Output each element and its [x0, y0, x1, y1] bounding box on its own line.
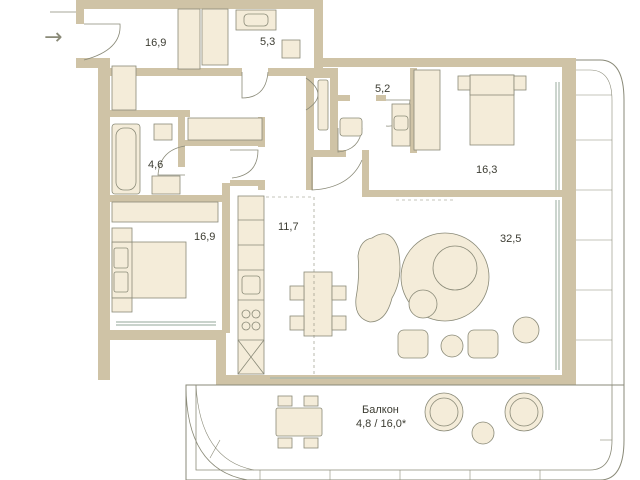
room-bath-left-area: 4,6: [148, 159, 163, 171]
balcony-name: Балкон: [362, 404, 399, 416]
balcony: [185, 59, 625, 480]
room-bedroom-right-area: 16,3: [476, 164, 497, 176]
balcony-area: 4,8 / 16,0*: [356, 418, 407, 430]
room-corridor-area: 11,7: [278, 221, 299, 233]
room-living-area: 32,5: [500, 233, 521, 245]
room-bath-top-area: 5,3: [260, 36, 275, 48]
room-hall-area: 16,9: [145, 37, 166, 49]
entrance-arrow: →: [44, 25, 62, 50]
windows: [116, 82, 560, 379]
room-bedroom-left-area: 16,9: [194, 231, 215, 243]
room-bath-right-area: 5,2: [375, 83, 390, 95]
walls: [76, 0, 576, 388]
furniture: [111, 8, 540, 375]
